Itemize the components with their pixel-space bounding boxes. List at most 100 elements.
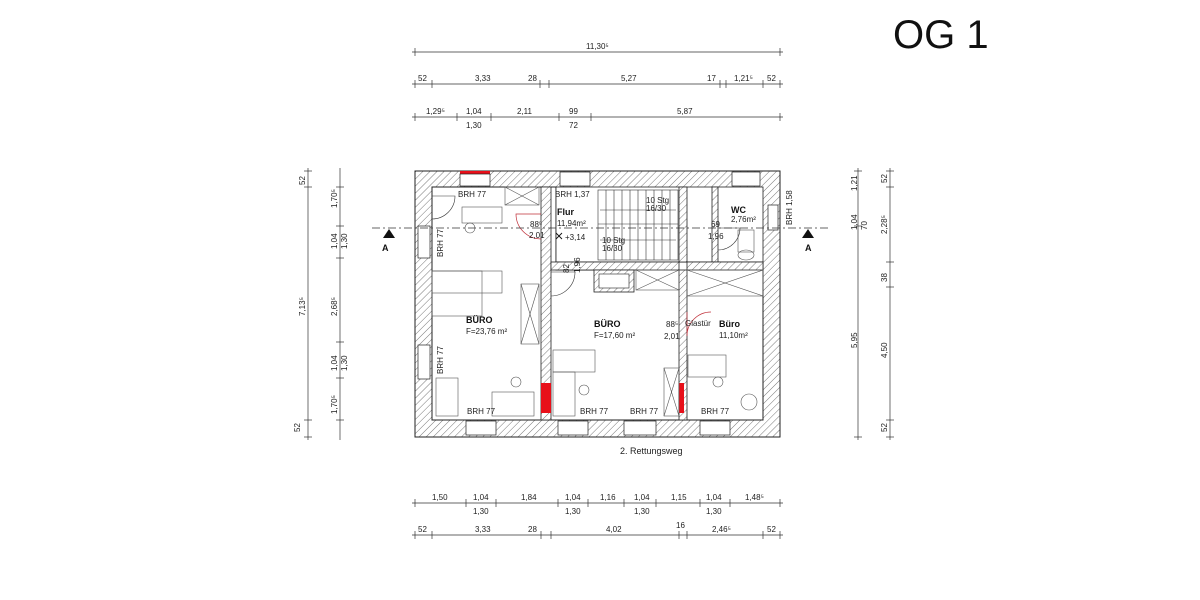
dim-left-inner-1: 1,70⁵: [330, 189, 339, 208]
dim-top-r2-7: 52: [767, 74, 776, 83]
dim-top-r3-1: 1,29⁵: [426, 107, 445, 116]
dim-left-outer-1: 52: [298, 176, 307, 185]
dim-bottom-r2-1: 52: [418, 525, 427, 534]
dim-top-r2-3: 28: [528, 74, 537, 83]
dim-bottom-r2-4: 4,02: [606, 525, 622, 534]
furniture: [431, 186, 764, 417]
dim-bottom-r2-6: 2,46⁵: [712, 525, 731, 534]
dim-bottom-r2-5: 16: [676, 521, 685, 530]
room-wc-name: WC: [731, 205, 746, 215]
brh-left-lower: BRH 77: [436, 345, 445, 374]
room-labels: BÜRO F=23,76 m² BÜRO F=17,60 m² Büro 11,…: [466, 205, 756, 340]
dim-left-inner-2: 1,04: [330, 233, 339, 249]
left-dimension-labels: 52 7,13⁵ 52 1,70⁵ 1,04 1,30 2,68⁵ 1,04 1…: [293, 176, 349, 432]
room-flur-area: 11,94m²: [557, 219, 586, 228]
room-left-area: F=23,76 m²: [466, 327, 507, 336]
door-swings: [515, 213, 712, 337]
dim-bottom-r1-8: 1,04: [634, 493, 650, 502]
staircase: [597, 189, 679, 261]
dim-top-r3-7: 5,87: [677, 107, 693, 116]
door-dimension-labels: 88⁵ 2,01 88⁵ 2,01 Glastür 69 1,96 82 1,9…: [529, 220, 724, 341]
dim-bottom-r1-1: 1,50: [432, 493, 448, 502]
room-left-name: BÜRO: [466, 315, 493, 325]
dim-top-r3-6: 72: [569, 121, 578, 130]
door-glass-label: Glastür: [685, 319, 711, 328]
dim-bottom-r1-11: 1,04: [706, 493, 722, 502]
door-flur-height: 2,01: [529, 231, 545, 240]
dim-right-outer-2: 1,21: [850, 175, 859, 191]
top-dimension-chains: [412, 48, 783, 121]
dim-right-outer-1: 52: [880, 174, 889, 183]
sill-height-labels: BRH 77 BRH 1,37 BRH 77 BRH 77 BRH 1,58 B…: [436, 190, 794, 416]
room-wc-area: 2,76m²: [731, 215, 756, 224]
dim-right-inner-2: 70: [860, 221, 869, 230]
brh-bottom-4: BRH 77: [701, 407, 730, 416]
interior-walls: [540, 186, 764, 421]
door-glass-height: 2,01: [664, 332, 680, 341]
section-markers: [383, 229, 814, 238]
dim-top-r3-3: 1,30: [466, 121, 482, 130]
top-dimension-labels: 11,30⁵ 52 3,33 28 5,27 17 1,21⁵ 52 1,29⁵…: [418, 42, 776, 130]
dim-top-r2-6: 1,21⁵: [734, 74, 753, 83]
escape-route-note: 2. Rettungsweg: [620, 446, 683, 456]
stair-upper-ratio: 16/30: [646, 204, 667, 213]
bottom-dimension-labels: 1,50 1,04 1,30 1,84 1,04 1,30 1,16 1,04 …: [418, 493, 776, 534]
dim-right-outer-5: 4,50: [880, 342, 889, 358]
dim-left-inner-4: 2,68⁵: [330, 297, 339, 316]
door-wc-height: 1,96: [708, 232, 724, 241]
door-wc-width: 69: [711, 220, 720, 229]
dim-top-r3-2: 1,04: [466, 107, 482, 116]
dim-top-r3-5: 99: [569, 107, 578, 116]
dim-left-inner-5: 1,04: [330, 355, 339, 371]
room-right-name: Büro: [719, 319, 740, 329]
dim-bottom-r1-6: 1,30: [565, 507, 581, 516]
dim-left-outer-2: 7,13⁵: [298, 297, 307, 316]
room-mid-area: F=17,60 m²: [594, 331, 635, 340]
brh-bottom-1: BRH 77: [467, 407, 496, 416]
stair-upper-count: 10 Stg: [646, 196, 669, 205]
dim-left-outer-3: 52: [293, 423, 302, 432]
section-arrow-left-icon: [383, 229, 395, 238]
dim-overall-width: 11,30⁵: [586, 42, 609, 51]
dim-bottom-r1-3: 1,30: [473, 507, 489, 516]
dim-bottom-r1-5: 1,04: [565, 493, 581, 502]
windows: [417, 171, 779, 436]
dim-right-outer-3: 2,28⁵: [880, 215, 889, 234]
dim-bottom-r2-7: 52: [767, 525, 776, 534]
dim-left-inner-3: 1,30: [340, 233, 349, 249]
dim-bottom-r1-10: 1,15: [671, 493, 687, 502]
level-marker-icon: [555, 232, 563, 240]
brh-bottom-3: BRH 77: [630, 407, 659, 416]
dim-bottom-r1-7: 1,16: [600, 493, 616, 502]
dim-bottom-r2-3: 28: [528, 525, 537, 534]
dim-right-inner-3: 5,95: [850, 332, 859, 348]
section-arrow-right-icon: [802, 229, 814, 238]
dim-right-outer-4: 38: [880, 273, 889, 282]
dim-left-inner-6: 1,30: [340, 355, 349, 371]
dim-bottom-r1-4: 1,84: [521, 493, 537, 502]
stair-lower-ratio: 16/30: [602, 244, 623, 253]
dim-top-r2-5: 17: [707, 74, 716, 83]
dim-bottom-r1-12: 1,30: [706, 507, 722, 516]
dim-top-r2-2: 3,33: [475, 74, 491, 83]
section-label-left: A: [382, 243, 389, 253]
brh-bottom-2: BRH 77: [580, 407, 609, 416]
brh-left-upper: BRH 77: [436, 228, 445, 257]
dim-left-inner-7: 1,70⁵: [330, 395, 339, 414]
dim-top-r3-4: 2,11: [517, 107, 533, 116]
door-flur-width: 88⁵: [530, 220, 542, 229]
section-label-right: A: [805, 243, 812, 253]
brh-wc-right: BRH 1,58: [785, 190, 794, 225]
dim-bottom-r1-13: 1,48⁵: [745, 493, 764, 502]
room-mid-name: BÜRO: [594, 319, 621, 329]
left-dimension-chains: [304, 168, 344, 440]
door-glass-width: 88⁵: [666, 320, 678, 329]
right-dimension-labels: 52 1,21 2,28⁵ 38 4,50 52 1,04 70 5,95: [850, 174, 889, 432]
dim-bottom-r2-2: 3,33: [475, 525, 491, 534]
dim-right-inner-1: 1,04: [850, 214, 859, 230]
stair-lower-count: 10 Stg: [602, 236, 625, 245]
brh-top-stair: BRH 1,37: [555, 190, 590, 199]
right-dimension-chains: [854, 168, 894, 440]
room-right-area: 11,10m²: [719, 331, 748, 340]
floor-label: OG 1: [893, 13, 989, 57]
